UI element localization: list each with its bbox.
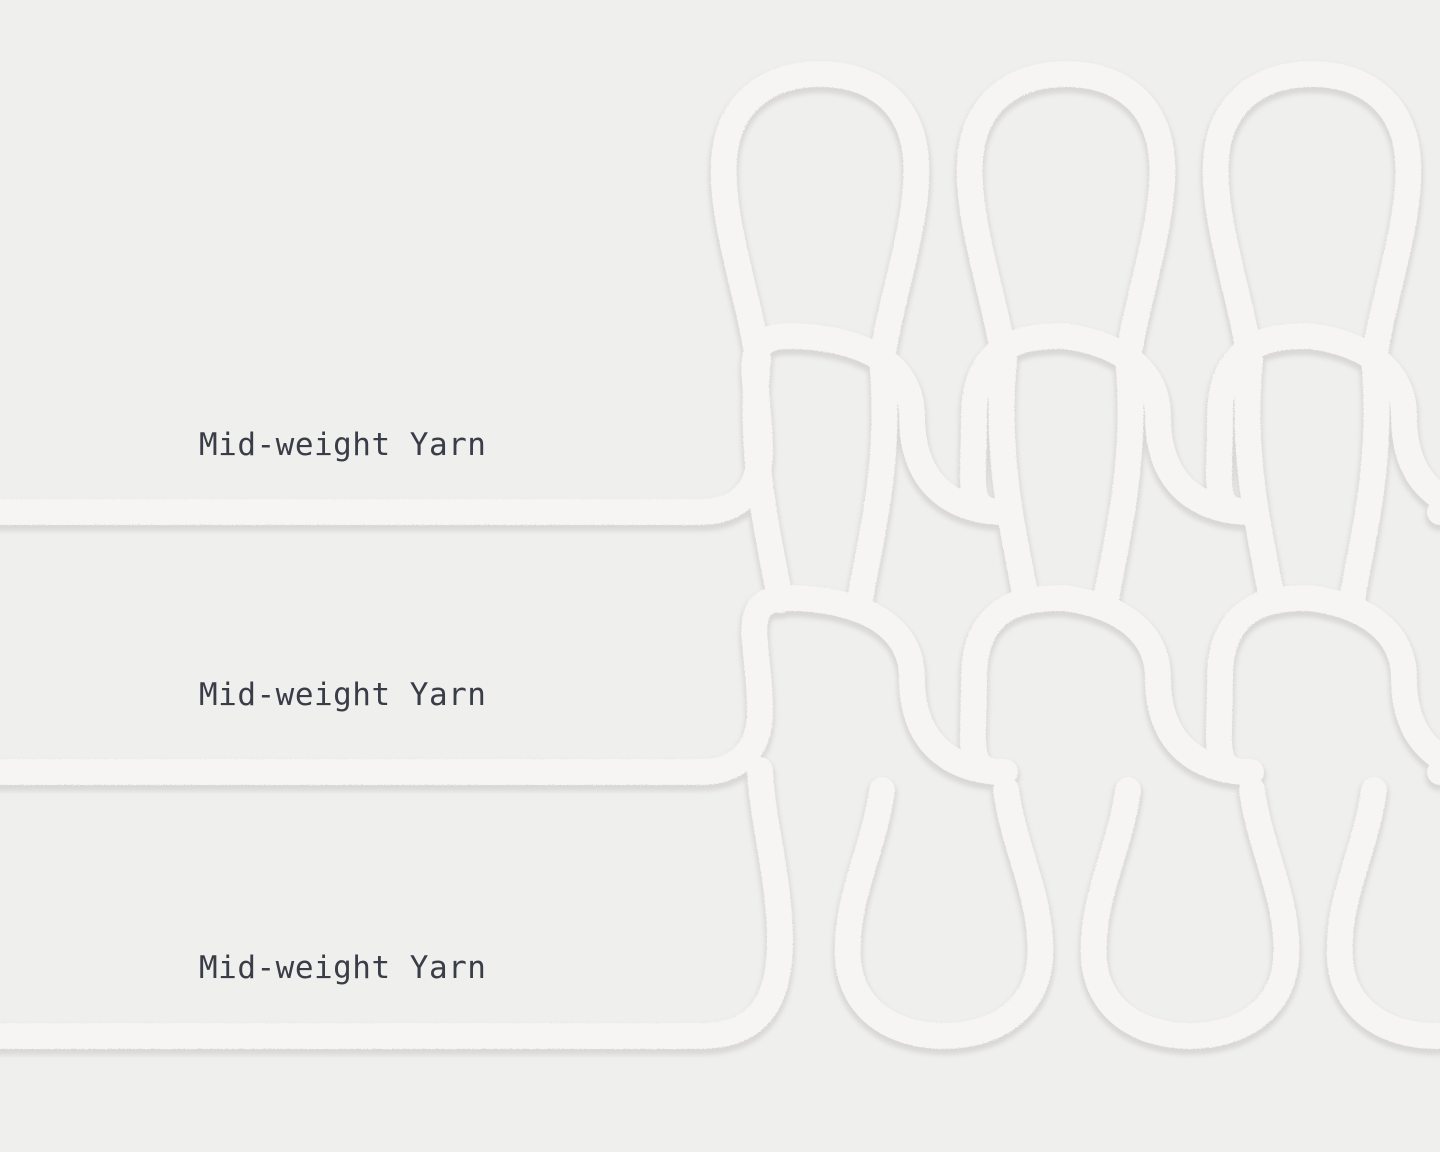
bottom-loop-2 [1080, 777, 1300, 1049]
bottom-strand-start-shadow [0, 759, 795, 1055]
yarn-label-row-1: Mid-weight Yarn [199, 427, 487, 463]
bottom-loop-1 [834, 777, 1054, 1049]
top-loop-2 [956, 61, 1176, 373]
row-strand-1 [0, 323, 1440, 525]
bottom-strand-start [0, 757, 793, 1049]
loop-leg-left-3 [1234, 347, 1285, 613]
top-loop-1 [710, 61, 930, 373]
loop-leg-left-1 [742, 347, 793, 613]
yarn-label-row-3: Mid-weight Yarn [199, 950, 487, 986]
top-loop-3 [1202, 61, 1422, 373]
loop-leg-right-2 [1093, 347, 1144, 613]
loop-leg-left-2 [988, 347, 1039, 613]
loop-leg-right-1 [847, 347, 898, 613]
yarn-layer [0, 61, 1440, 1049]
loop-leg-right-3 [1339, 347, 1390, 613]
bottom-loop-3 [1326, 777, 1440, 1049]
yarn-label-row-2: Mid-weight Yarn [199, 677, 487, 713]
